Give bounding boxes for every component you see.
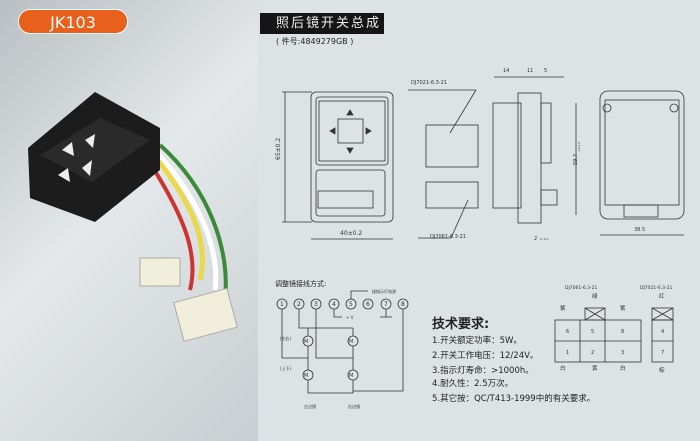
- tech-requirements-title: 技术要求:: [432, 317, 490, 332]
- bottom-dimension: 2: [534, 236, 537, 242]
- side-view: DJ7021-6.3-21 DJ7061-6.3-21 14 11 5 59.7…: [408, 68, 581, 242]
- terminal-1: 1: [280, 301, 284, 308]
- back-width-dimension: 38.5: [634, 227, 645, 233]
- side-height-dimension: 59.7: [573, 154, 579, 165]
- motor-3: M: [304, 373, 308, 379]
- wire-color: 红: [659, 292, 665, 300]
- tech-item: 4.耐久性：2.5万次。: [432, 379, 514, 389]
- model-badge: JK103: [18, 9, 128, 34]
- tech-item: 1.开关额定功率：5W。: [432, 336, 522, 346]
- terminal-4: 4: [332, 301, 336, 308]
- motor-4: M: [349, 373, 353, 379]
- terminal-7: 7: [384, 301, 388, 308]
- switch-photo: [28, 92, 238, 342]
- spec-panel: 照后镜开关总成 ( 件号:4849279GB ) 65±0.2 40±0.2 D…: [258, 0, 700, 441]
- bottom-tolerance: 0 -0.1: [540, 237, 549, 241]
- pin-5: 5: [591, 329, 594, 335]
- pin-7: 7: [661, 350, 664, 356]
- dim-11: 11: [527, 68, 533, 74]
- terminal-6: 6: [366, 301, 370, 308]
- pin-3: 3: [621, 350, 624, 356]
- terminal-2: 2: [297, 301, 301, 308]
- pin-6: 6: [566, 329, 569, 335]
- part-number: ( 件号:4849279GB ): [276, 37, 354, 46]
- dim-14: 14: [503, 68, 509, 74]
- pinout-right-label: DJ7021-6.3-21: [640, 285, 673, 291]
- motor-2: M: [349, 339, 353, 345]
- side-height-tolerance: +0.2 0: [577, 142, 581, 152]
- pin-8: 8: [621, 329, 624, 335]
- terminal-3: 3: [314, 301, 318, 308]
- wire-color: 白: [620, 364, 626, 372]
- back-view: 38.5: [599, 90, 685, 236]
- wiring-title: 调整镜接线方式:: [275, 280, 327, 288]
- plus-v-label: + V: [346, 315, 354, 320]
- pin-4: 4: [661, 329, 664, 335]
- technical-drawing: 65±0.2 40±0.2 DJ7021-6.3-21 DJ7061-6.3-2…: [275, 68, 685, 242]
- right-mirror-label: 右边镜: [348, 403, 360, 409]
- height-dimension: 65±0.2: [275, 138, 282, 160]
- indicator-power-label: 接指示灯电源: [372, 288, 396, 294]
- terminal-5: 5: [349, 301, 353, 308]
- wire-color: 棕: [659, 366, 665, 374]
- tech-item: 3.指示灯寿命：>1000h。: [432, 366, 534, 376]
- wire-color: 绿: [592, 292, 598, 300]
- product-title: 照后镜开关总成: [260, 13, 384, 34]
- pin-1: 1: [566, 350, 569, 356]
- left-mirror-label: 左边镜: [304, 403, 316, 409]
- wiring-diagram: 1 2 3 4 5 6 7 8 M M M M 接指示灯电源 + V (左右) …: [276, 288, 409, 409]
- terminal-8: 8: [401, 301, 405, 308]
- width-dimension: 40±0.2: [340, 230, 362, 237]
- wire-color: 白: [560, 364, 566, 372]
- front-view: 65±0.2 40±0.2: [275, 91, 394, 240]
- connector-top-label: DJ7021-6.3-21: [411, 80, 447, 86]
- tech-item: 5.其它按：QC/T413-1999中的有关要求。: [432, 394, 596, 404]
- up-down-label: (上下): [280, 365, 292, 371]
- tech-item: 2.开关工作电压：12/24V。: [432, 351, 539, 361]
- dim-5: 5: [544, 68, 547, 74]
- pinout-left-label: DJ7061-6.3-21: [565, 285, 598, 291]
- wire-color: 紫: [620, 305, 626, 312]
- wire-color: 紫: [560, 305, 566, 312]
- product-photo-panel: JK103: [0, 0, 258, 441]
- pin-2: 2: [591, 350, 594, 356]
- connector-bottom-label: DJ7061-6.3-21: [430, 234, 466, 240]
- wire-color: 黄: [592, 364, 598, 372]
- pinout-diagram: DJ7061-6.3-21 DJ7021-6.3-21 紫 绿 紫 红 白 黄 …: [554, 285, 674, 374]
- left-right-label: (左右): [280, 335, 292, 341]
- motor-1: M: [304, 339, 308, 345]
